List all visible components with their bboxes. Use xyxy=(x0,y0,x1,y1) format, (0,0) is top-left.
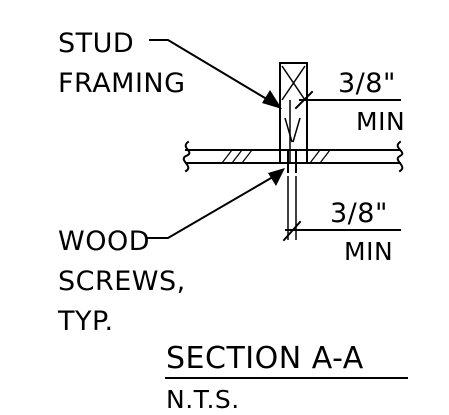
screws-label-line2: SCREWS, xyxy=(58,266,186,297)
screws-label-line3: TYP. xyxy=(57,306,114,337)
stud-framing-member xyxy=(279,62,308,164)
panel-section xyxy=(182,140,404,173)
bottom-dimension xyxy=(282,176,401,242)
stud-label-line2: FRAMING xyxy=(58,68,186,99)
dim-bottom-min: MIN xyxy=(344,237,393,266)
dim-top-min: MIN xyxy=(356,107,405,136)
wood-screw-marks xyxy=(287,149,297,173)
stud-framing-leader xyxy=(149,39,282,109)
dim-top-value: 3/8" xyxy=(338,68,396,99)
scale-note: N.T.S. xyxy=(166,385,240,414)
dim-bottom-value: 3/8" xyxy=(330,198,388,229)
top-dimension xyxy=(294,90,401,110)
section-title: SECTION A-A xyxy=(166,341,364,376)
screws-label-line1: WOOD xyxy=(58,226,150,257)
wood-screws-leader xyxy=(147,168,285,239)
stud-label-line1: STUD xyxy=(58,28,134,59)
